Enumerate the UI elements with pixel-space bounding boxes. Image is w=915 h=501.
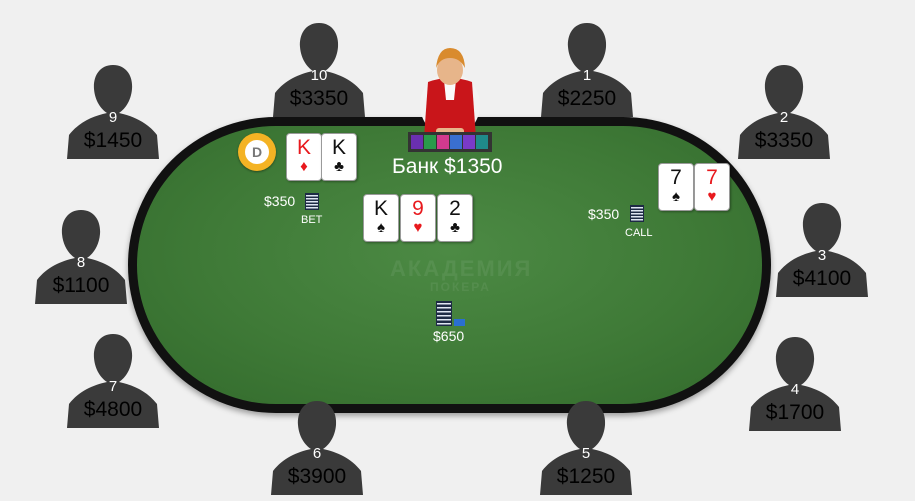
player-seat-1: 1 $2250 bbox=[537, 17, 637, 117]
seat-number: 7 bbox=[108, 378, 118, 395]
seat-number: 5 bbox=[581, 445, 591, 462]
seat-number: 1 bbox=[582, 67, 592, 84]
seat-stack: $1250 bbox=[556, 465, 616, 488]
player-seat-7: 7 $4800 bbox=[63, 328, 163, 428]
player-seat-9: 9 $1450 bbox=[63, 59, 163, 159]
card-suit: ♠ bbox=[672, 188, 680, 205]
card-rank: 2 bbox=[449, 197, 461, 220]
villain-bet-amount: $350 bbox=[588, 206, 620, 222]
card-suit: ♥ bbox=[707, 188, 717, 205]
hero-action-label: BET bbox=[301, 214, 323, 226]
hero-card-2: K ♣ bbox=[321, 133, 357, 181]
seat-stack: $1450 bbox=[83, 129, 143, 152]
player-seat-8: 8 $1100 bbox=[31, 204, 131, 304]
chip-stack-icon bbox=[630, 205, 644, 222]
board-card-3: 2 ♣ bbox=[437, 194, 473, 242]
card-suit: ♣ bbox=[450, 219, 460, 236]
card-rank: K bbox=[373, 197, 388, 220]
table-felt bbox=[137, 126, 762, 404]
dealer-button-label: D bbox=[245, 140, 269, 164]
board-card-2: 9 ♥ bbox=[400, 194, 436, 242]
card-rank: K bbox=[296, 136, 311, 159]
card-suit: ♥ bbox=[413, 219, 423, 236]
card-suit: ♣ bbox=[334, 158, 344, 175]
player-seat-10: 10 $3350 bbox=[269, 17, 369, 117]
player-seat-5: 5 $1250 bbox=[536, 395, 636, 495]
seat-stack: $1700 bbox=[765, 401, 825, 424]
villain-action-label: CALL bbox=[625, 227, 653, 239]
player-seat-6: 6 $3900 bbox=[267, 395, 367, 495]
seat-number: 2 bbox=[779, 109, 789, 126]
pot-label: Банк $1350 bbox=[392, 155, 503, 178]
card-suit: ♦ bbox=[300, 158, 308, 175]
chip-rack-icon bbox=[408, 132, 492, 152]
player-seat-2: 2 $3350 bbox=[734, 59, 834, 159]
hero-card-1: K ♦ bbox=[286, 133, 322, 181]
card-rank: 7 bbox=[706, 166, 718, 189]
card-rank: 9 bbox=[412, 197, 424, 220]
card-rank: 7 bbox=[670, 166, 682, 189]
seat-number: 9 bbox=[108, 109, 118, 126]
seat-number: 6 bbox=[312, 445, 322, 462]
card-rank: K bbox=[331, 136, 346, 159]
seat-stack: $3350 bbox=[289, 87, 349, 110]
seat-number: 3 bbox=[817, 247, 827, 264]
watermark-logo: АКАДЕМИЯ ПОКЕРА bbox=[390, 256, 533, 294]
card-suit: ♠ bbox=[377, 219, 385, 236]
chip-stack-icon bbox=[305, 193, 319, 210]
dealer-figure-icon bbox=[410, 30, 490, 140]
player-seat-4: 4 $1700 bbox=[745, 331, 845, 431]
dealer-button: D bbox=[238, 133, 276, 171]
player-seat-3: 3 $4100 bbox=[772, 197, 872, 297]
seat-stack: $4100 bbox=[792, 267, 852, 290]
seat-stack: $1100 bbox=[52, 274, 110, 297]
seat-number: 10 bbox=[310, 67, 328, 84]
villain-card-2: 7 ♥ bbox=[694, 163, 730, 211]
seat-stack: $4800 bbox=[83, 398, 143, 421]
center-pot-amount: $650 bbox=[433, 328, 465, 344]
seat-number: 8 bbox=[76, 254, 86, 271]
chip-stack-icon bbox=[436, 301, 466, 326]
board-card-1: K ♠ bbox=[363, 194, 399, 242]
seat-number: 4 bbox=[790, 381, 800, 398]
villain-card-1: 7 ♠ bbox=[658, 163, 694, 211]
seat-stack: $2250 bbox=[557, 87, 617, 110]
seat-stack: $3350 bbox=[754, 129, 814, 152]
seat-stack: $3900 bbox=[287, 465, 347, 488]
hero-bet-amount: $350 bbox=[264, 193, 296, 209]
